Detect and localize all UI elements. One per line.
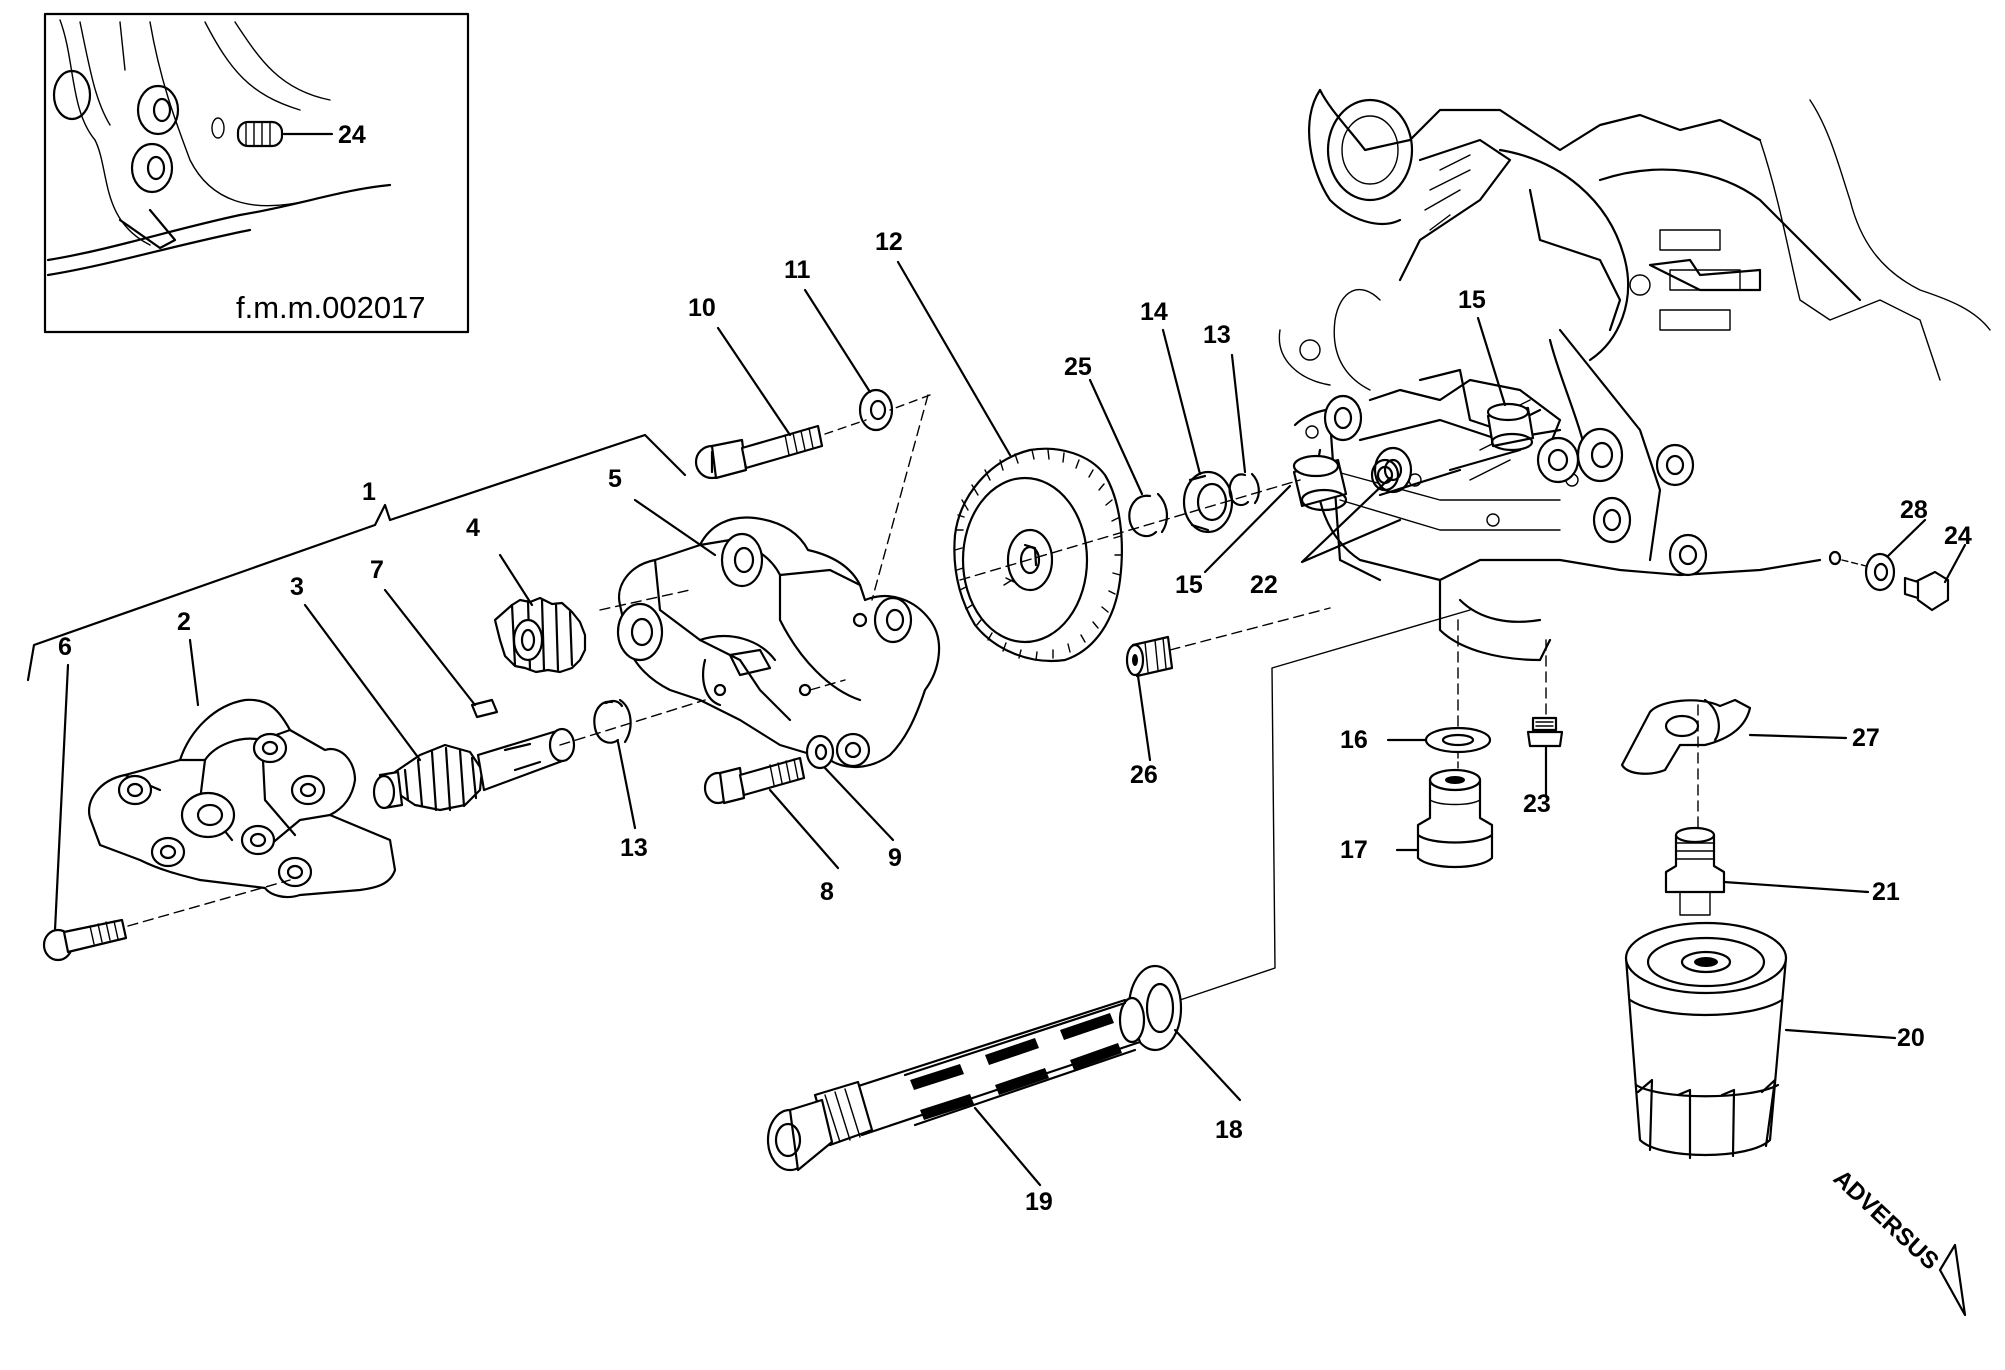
label-21: 21 bbox=[1872, 878, 1900, 906]
label-6: 6 bbox=[58, 633, 72, 661]
label-4: 4 bbox=[466, 514, 480, 542]
bolt-10 bbox=[694, 424, 824, 480]
screw-23 bbox=[1526, 716, 1564, 748]
bushing-15-lower bbox=[1292, 454, 1348, 512]
washer-11 bbox=[858, 388, 894, 432]
fitting-26 bbox=[1125, 607, 1331, 678]
bolt-8 bbox=[703, 756, 806, 805]
washer-16 bbox=[1424, 726, 1492, 754]
label-14: 14 bbox=[1140, 298, 1168, 326]
label-25: 25 bbox=[1064, 353, 1092, 381]
label-23: 23 bbox=[1523, 790, 1551, 818]
gear-4 bbox=[493, 596, 587, 674]
label-9: 9 bbox=[888, 844, 902, 872]
strainer-19 bbox=[766, 996, 1146, 1172]
label-12: 12 bbox=[875, 228, 903, 256]
label-1: 1 bbox=[362, 478, 376, 506]
pinion-shaft-3 bbox=[372, 727, 576, 812]
label-24: 24 bbox=[1944, 522, 1972, 550]
inset-plug-24 bbox=[236, 120, 284, 148]
label-16: 16 bbox=[1340, 726, 1368, 754]
label-3: 3 bbox=[290, 573, 304, 601]
nipple-21 bbox=[1664, 826, 1726, 916]
label-22: 22 bbox=[1250, 571, 1278, 599]
plug-17 bbox=[1416, 768, 1494, 869]
circlip-13-left bbox=[593, 698, 632, 744]
oil-filter-20 bbox=[1624, 921, 1788, 1160]
pump-cover-2 bbox=[87, 698, 397, 899]
washer-28 bbox=[1828, 550, 1896, 592]
bracket-27 bbox=[1620, 698, 1752, 775]
gear-12 bbox=[953, 447, 1123, 662]
label-19: 19 bbox=[1025, 1188, 1053, 1216]
label-8: 8 bbox=[820, 878, 834, 906]
brand-text: ADVERSUS bbox=[1828, 1165, 1944, 1276]
plug-24 bbox=[1903, 570, 1950, 612]
reference-code: f.m.m.002017 bbox=[236, 290, 426, 325]
label-27: 27 bbox=[1852, 724, 1880, 752]
leader-lines bbox=[26, 260, 1967, 1187]
inset-label-24: 24 bbox=[338, 121, 366, 149]
crankcase-bosses bbox=[1323, 394, 1708, 577]
label-11: 11 bbox=[784, 256, 811, 284]
label-20: 20 bbox=[1897, 1024, 1925, 1052]
label-15-upper: 15 bbox=[1458, 286, 1486, 314]
washer-9 bbox=[805, 734, 835, 770]
label-17: 17 bbox=[1340, 836, 1368, 864]
circlip-13-right bbox=[1228, 472, 1260, 507]
bolt-6 bbox=[42, 879, 291, 962]
pump-body-5 bbox=[616, 516, 941, 769]
circlip-25 bbox=[1128, 492, 1168, 538]
label-10: 10 bbox=[688, 294, 716, 322]
label-7: 7 bbox=[370, 556, 384, 584]
label-18: 18 bbox=[1215, 1116, 1243, 1144]
label-13-right: 13 bbox=[1203, 321, 1231, 349]
callout-labels: 1 2 3 4 5 6 7 8 9 10 11 12 13 13 14 15 1… bbox=[58, 228, 1972, 1216]
label-5: 5 bbox=[608, 465, 622, 493]
brand-logo: ADVERSUS bbox=[1828, 1165, 1967, 1317]
label-15-lower: 15 bbox=[1175, 571, 1203, 599]
brand-arrow-icon bbox=[1938, 1243, 1967, 1317]
key-7 bbox=[470, 698, 499, 719]
label-2: 2 bbox=[177, 608, 191, 636]
inset-detail: 24 f.m.m.002017 bbox=[43, 12, 470, 334]
label-13-left: 13 bbox=[620, 834, 648, 862]
label-28: 28 bbox=[1900, 496, 1928, 524]
bushing-15-upper bbox=[1486, 402, 1535, 452]
label-26: 26 bbox=[1130, 761, 1158, 789]
